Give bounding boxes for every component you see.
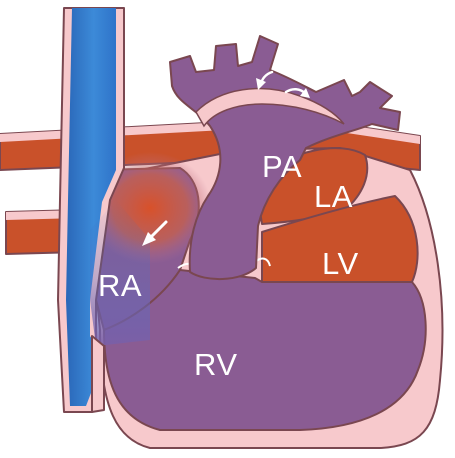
label-rv: RV — [194, 347, 238, 382]
label-la: LA — [314, 179, 353, 214]
label-lv: LV — [322, 246, 359, 281]
label-ra: RA — [98, 268, 142, 303]
label-pa: PA — [262, 149, 302, 184]
ivc-base — [92, 336, 104, 412]
